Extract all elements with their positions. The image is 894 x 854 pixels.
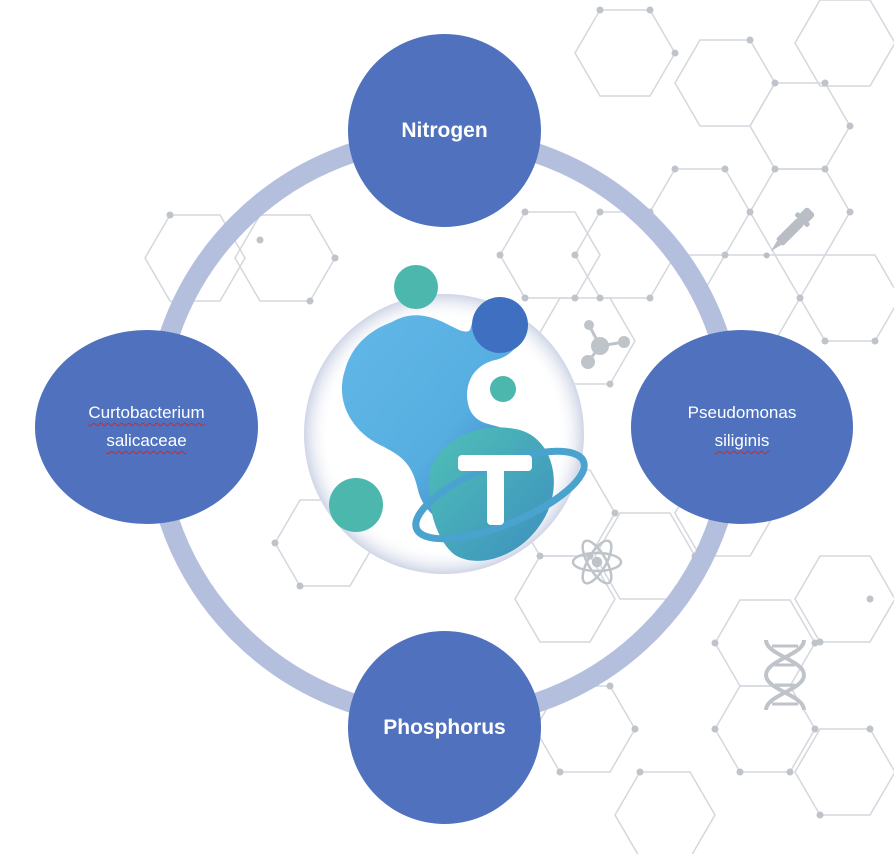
node-nitrogen-label: Nitrogen	[401, 118, 488, 142]
node-pseudomonas-label-line2: siliginis	[714, 431, 770, 450]
dna-icon	[763, 639, 807, 711]
molecule-icon	[581, 320, 630, 369]
node-curtobacterium-salicaceae: Curtobacterium salicaceae	[35, 330, 258, 524]
node-nitrogen: Nitrogen	[348, 34, 541, 227]
node-pseudomonas-siliginis: Pseudomonas siliginis	[631, 330, 853, 524]
dropper-icon	[763, 207, 815, 259]
microbe-logo-icon	[304, 265, 588, 574]
node-phosphorus-label: Phosphorus	[383, 715, 506, 739]
node-phosphorus: Phosphorus	[348, 631, 541, 824]
atom-icon	[571, 539, 623, 585]
node-curtobacterium-label-line1: Curtobacterium	[88, 403, 205, 422]
node-pseudomonas-label-line1: Pseudomonas	[687, 403, 797, 422]
node-curtobacterium-label-line2: salicaceae	[106, 431, 187, 450]
